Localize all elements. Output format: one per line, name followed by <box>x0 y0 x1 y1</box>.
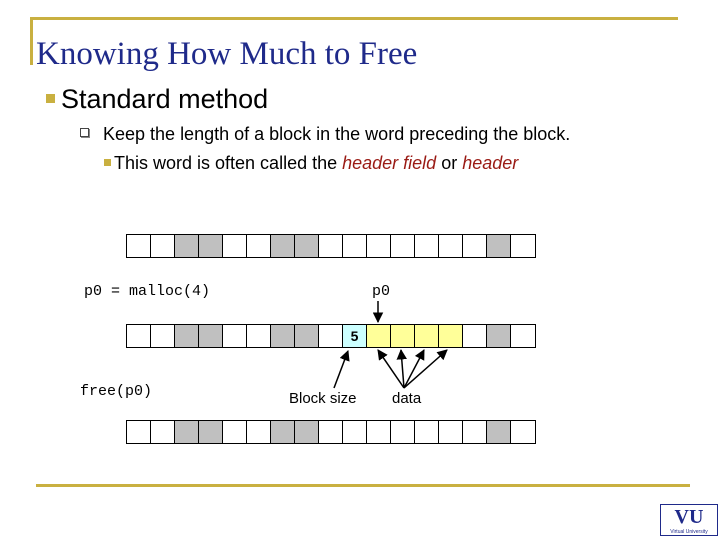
data-arrow-4 <box>403 349 448 389</box>
memory-word-free <box>151 325 175 347</box>
memory-word-allocated <box>295 325 319 347</box>
slide-title: Knowing How Much to Free <box>36 36 418 72</box>
bullet-standard-method: Standard method <box>46 84 268 115</box>
memory-word-free <box>415 421 439 443</box>
memory-word-allocated <box>271 235 295 257</box>
memory-word-free <box>391 235 415 257</box>
logo-mark: VU <box>674 506 704 528</box>
memory-word-free <box>127 421 151 443</box>
memory-word-allocated <box>175 421 199 443</box>
memory-word-free <box>343 421 367 443</box>
memory-after-free <box>126 420 536 444</box>
hollow-square-bullet-icon <box>80 128 89 137</box>
memory-word-free <box>463 235 487 257</box>
term-header-field: header field <box>342 153 437 173</box>
memory-word-free <box>511 235 535 257</box>
memory-word-free <box>319 235 343 257</box>
memory-word-allocated <box>295 235 319 257</box>
memory-word-free <box>223 325 247 347</box>
memory-word-allocated <box>487 235 511 257</box>
memory-word-data <box>367 325 391 347</box>
header-word: 5 <box>343 325 367 347</box>
square-bullet-icon <box>46 94 55 103</box>
virtual-university-logo: VU Virtual University <box>660 504 718 536</box>
bullet-text: Standard method <box>61 84 269 114</box>
memory-word-free <box>511 325 535 347</box>
memory-word-allocated <box>271 421 295 443</box>
bullet-text-middle: or <box>436 153 463 173</box>
memory-word-free <box>439 235 463 257</box>
term-header: header <box>462 153 519 173</box>
memory-word-free <box>415 235 439 257</box>
memory-word-allocated <box>487 325 511 347</box>
bullet-keep-length: Keep the length of a block in the word p… <box>80 124 570 145</box>
bullet-text-prefix: This word is often called the <box>114 153 343 173</box>
memory-word-free <box>319 421 343 443</box>
memory-word-allocated <box>175 235 199 257</box>
memory-word-free <box>247 235 271 257</box>
memory-word-free <box>367 235 391 257</box>
memory-word-free <box>223 235 247 257</box>
bottom-rule <box>36 484 690 487</box>
pointer-p0-label: p0 <box>372 283 391 300</box>
data-arrow-3 <box>403 349 425 389</box>
malloc-call-label: p0 = malloc(4) <box>84 283 211 300</box>
memory-word-data <box>439 325 463 347</box>
memory-word-free <box>439 421 463 443</box>
memory-word-free <box>223 421 247 443</box>
memory-word-allocated <box>199 421 223 443</box>
memory-before-malloc <box>126 234 536 258</box>
memory-word-free <box>463 325 487 347</box>
data-label: data <box>392 390 422 407</box>
memory-word-free <box>367 421 391 443</box>
memory-after-malloc: 5 <box>126 324 536 348</box>
bullet-text: Keep the length of a block in the word p… <box>103 124 571 144</box>
memory-word-free <box>247 421 271 443</box>
memory-word-free <box>127 325 151 347</box>
memory-word-free <box>247 325 271 347</box>
memory-word-free <box>151 421 175 443</box>
memory-word-free <box>463 421 487 443</box>
memory-word-free <box>511 421 535 443</box>
memory-word-allocated <box>199 325 223 347</box>
memory-word-allocated <box>199 235 223 257</box>
block-size-arrow <box>333 350 350 389</box>
bullet-header-field: This word is often called the header fie… <box>104 153 518 174</box>
memory-word-allocated <box>271 325 295 347</box>
memory-word-data <box>415 325 439 347</box>
memory-word-allocated <box>175 325 199 347</box>
memory-word-free <box>391 421 415 443</box>
free-call-label: free(p0) <box>80 383 153 400</box>
block-size-label: Block size <box>289 390 357 407</box>
memory-word-allocated <box>295 421 319 443</box>
memory-word-data <box>391 325 415 347</box>
memory-word-free <box>127 235 151 257</box>
memory-word-free <box>343 235 367 257</box>
memory-word-free <box>151 235 175 257</box>
memory-word-allocated <box>487 421 511 443</box>
memory-word-free <box>319 325 343 347</box>
data-arrow-1 <box>377 349 405 389</box>
data-arrow-2 <box>396 348 407 389</box>
top-rule <box>30 17 678 20</box>
logo-subtitle: Virtual University <box>670 529 708 535</box>
left-rule <box>30 17 33 65</box>
square-bullet-icon <box>104 159 111 166</box>
